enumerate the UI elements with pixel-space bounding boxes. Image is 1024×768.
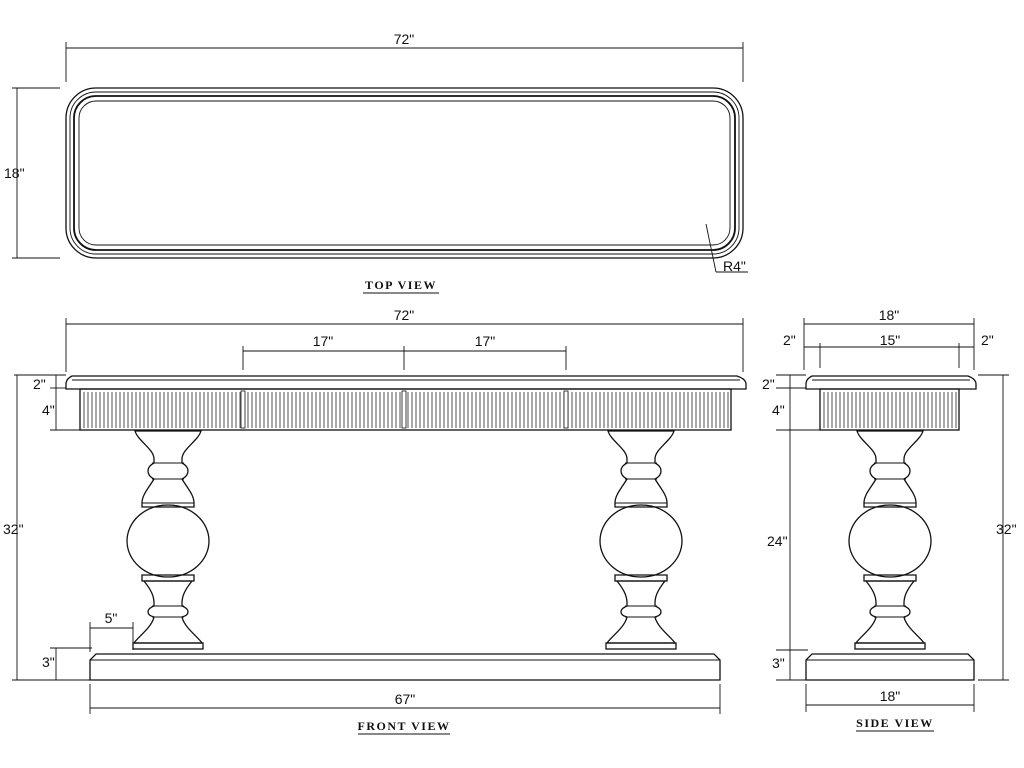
top-view-title: TOP VIEW: [365, 278, 437, 292]
top-view: 72" 18" R4" TOP VIEW: [4, 31, 748, 294]
foot-offset-label: 5": [105, 610, 118, 626]
side-base-height-label: 3": [772, 655, 785, 671]
front-tabletop: [65, 375, 747, 390]
drawer-divider: [563, 390, 569, 429]
side-apron-width-label: 15": [880, 332, 901, 348]
drawer-divider: [240, 390, 246, 429]
top-outline: [65, 87, 744, 259]
side-view: 18" 2" 15" 2" 2" 4" 24" 3" 32": [762, 307, 1017, 732]
side-apron: [819, 388, 960, 431]
radius-label: R4": [723, 258, 746, 274]
front-base: [89, 653, 721, 681]
side-base: [805, 653, 975, 681]
side-tabletop: [805, 375, 977, 390]
side-top-thickness-label: 2": [762, 376, 775, 392]
side-view-title: SIDE VIEW: [856, 716, 934, 730]
top-width-label: 18": [4, 165, 25, 181]
front-overall-height-label: 32": [3, 521, 24, 537]
side-overhang-left-label: 2": [783, 332, 796, 348]
front-top-thickness-label: 2": [33, 376, 46, 392]
front-apron-height-label: 4": [42, 402, 55, 418]
drawer-divider: [401, 390, 407, 429]
side-pedestal-height-label: 24": [767, 533, 788, 549]
front-apron: [79, 388, 732, 431]
front-view-title: FRONT VIEW: [358, 719, 451, 733]
side-overhang-right-label: 2": [981, 332, 994, 348]
side-width-label: 18": [879, 307, 900, 323]
side-overall-height-label: 32": [996, 521, 1017, 537]
side-base-width-label: 18": [880, 688, 901, 704]
side-apron-height-label: 4": [772, 402, 785, 418]
front-length-label: 72": [394, 307, 415, 323]
front-pedestal-right: [599, 430, 683, 650]
base-length-label: 67": [395, 691, 416, 707]
side-pedestal: [848, 430, 932, 650]
front-base-height-label: 3": [42, 654, 55, 670]
top-length-label: 72": [394, 31, 415, 47]
front-pedestal-left: [126, 430, 210, 650]
drawer-right-label: 17": [475, 333, 496, 349]
front-view: 72" 17" 17" 2" 4" 32" 3" 5": [3, 307, 747, 735]
drawer-left-label: 17": [313, 333, 334, 349]
